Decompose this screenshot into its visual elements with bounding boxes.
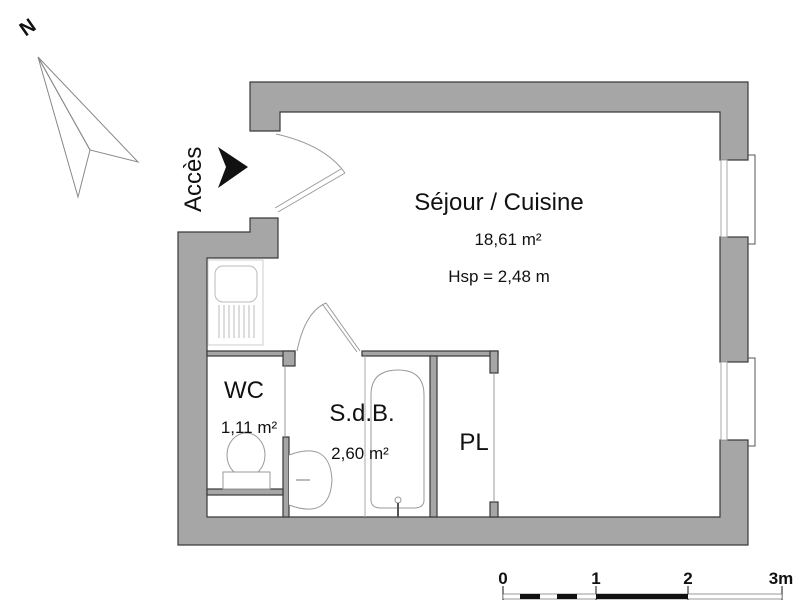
window-upper (720, 154, 756, 245)
room-height-sejour: Hsp = 2,48 m (448, 267, 550, 286)
bathroom-door (296, 302, 361, 353)
north-arrow: N (16, 15, 140, 199)
toilet (222, 432, 271, 490)
window-lower (720, 357, 756, 447)
scale-tick-0: 0 (498, 569, 507, 588)
room-name-pl: PL (459, 429, 488, 456)
room-name-sdb: S.d.B. (329, 400, 394, 427)
bathtub (364, 356, 425, 517)
interior-walls (206, 350, 499, 518)
access-arrow-icon (218, 147, 248, 188)
scale-bar: 0 1 2 3m (498, 569, 793, 600)
room-area-sdb: 2,60 m² (331, 444, 389, 463)
entry-door (274, 133, 346, 213)
room-name-wc: WC (224, 377, 264, 404)
scale-tick-3: 3m (769, 569, 794, 588)
room-area-wc: 1,11 m² (221, 418, 278, 437)
washbasin (288, 450, 333, 510)
exterior-walls (177, 81, 749, 546)
scale-tick-2: 2 (683, 569, 692, 588)
room-area-sejour: 18,61 m² (474, 230, 541, 249)
room-name-sejour: Séjour / Cuisine (414, 189, 583, 216)
compass-label: N (16, 15, 40, 41)
access-label: Accès (180, 147, 207, 212)
compass-arrow-icon (37, 56, 140, 199)
kitchen-sink (207, 259, 264, 346)
scale-tick-1: 1 (591, 569, 600, 588)
